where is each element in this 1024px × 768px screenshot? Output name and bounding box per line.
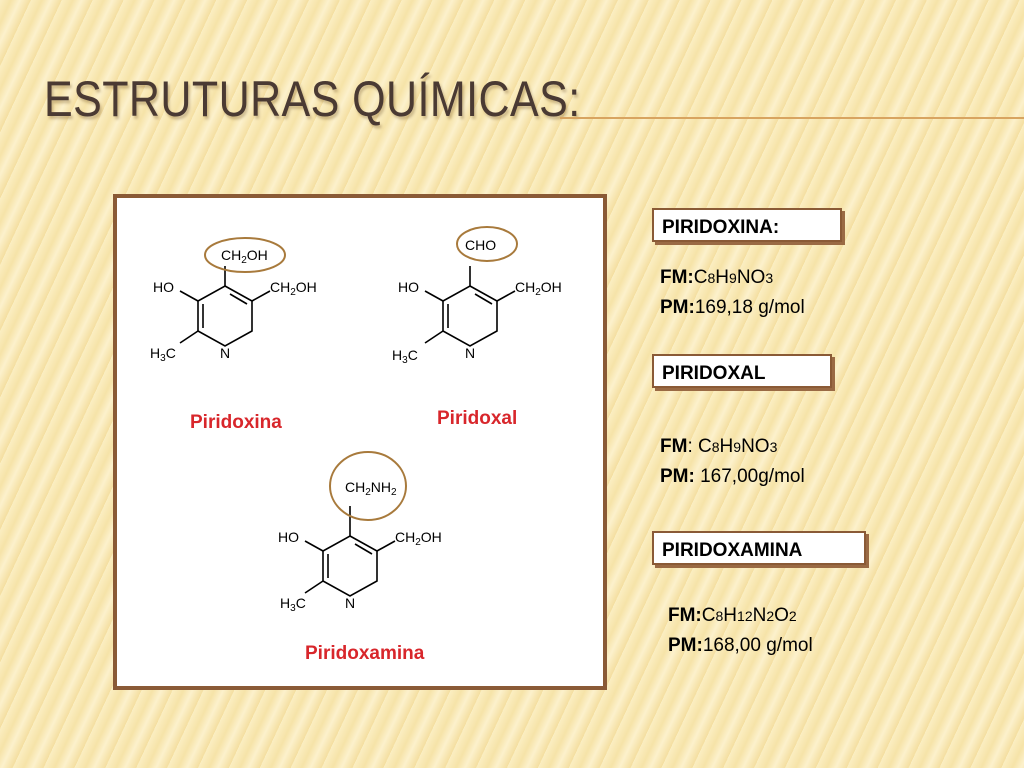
formula-piridoxina: FM:C8H9NO3 [660,267,774,288]
label-piridoxamina: Piridoxamina [305,643,425,664]
atom-n: N [465,345,475,361]
compound-name-piridoxal: PIRIDOXAL [652,354,832,388]
group-ho: HO [278,529,299,545]
group-ch2oh-side: CH2OH [270,279,317,298]
compound-name-piridoxina: PIRIDOXINA: [652,208,842,242]
title-underline [560,117,1024,119]
label-piridoxal: Piridoxal [437,408,517,429]
highlight-circle [204,237,286,273]
structures-svg: CH2OH CH2OH HO H3C N Piridoxina CHO CH2O… [150,226,562,664]
compound-name-piridoxamina: PIRIDOXAMINA [652,531,866,565]
group-ch2oh-side: CH2OH [395,529,442,548]
group-h3c: H3C [280,595,306,614]
mass-piridoxina: PM:169,18 g/mol [660,297,805,318]
group-ch2nh2: CH2NH2 [345,479,397,498]
highlight-circle [456,226,518,262]
group-h3c: H3C [392,347,418,366]
group-ho: HO [398,279,419,295]
formula-piridoxal: FM: C8H9NO3 [660,436,778,457]
atom-n: N [345,595,355,611]
mass-piridoxal: PM: 167,00g/mol [660,466,805,487]
mass-piridoxamina: PM:168,00 g/mol [668,635,813,656]
group-ch2oh-side: CH2OH [515,279,562,298]
structure-piridoxal: CHO CH2OH HO H3C N Piridoxal [392,226,562,429]
formula-piridoxamina: FM:C8H12N2O2 [668,605,797,626]
structures-figure: CH2OH CH2OH HO H3C N Piridoxina CHO CH2O… [113,194,607,690]
group-ho: HO [153,279,174,295]
slide-title: ESTRUTURAS QUÍMICAS: [44,71,581,127]
highlight-circle [329,451,407,521]
structure-piridoxamina: CH2NH2 CH2OH HO H3C N Piridoxamina [278,451,442,664]
label-piridoxina: Piridoxina [190,412,282,433]
atom-n: N [220,345,230,361]
structure-piridoxina: CH2OH CH2OH HO H3C N Piridoxina [150,237,317,433]
group-cho: CHO [465,237,496,253]
group-h3c: H3C [150,345,176,364]
group-ch2oh-top: CH2OH [221,247,268,266]
